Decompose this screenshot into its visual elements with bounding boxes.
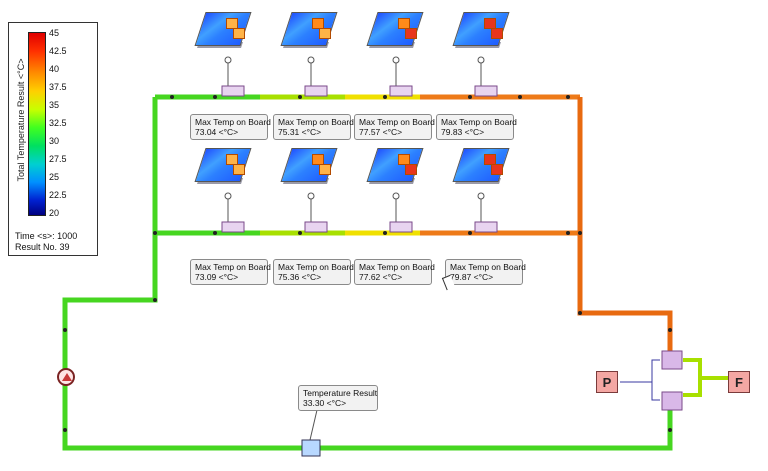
callout-value: 79.83 <°C> (441, 127, 485, 137)
max-temp-callout-row1-2[interactable]: Max Temp on Board 75.31 <°C> (273, 114, 354, 140)
tank-p[interactable]: P (596, 371, 618, 393)
max-temp-callout-row1-4[interactable]: Max Temp on Board 79.83 <°C> (436, 114, 517, 140)
pipe-right-riser (577, 97, 673, 352)
legend-tick: 20 (49, 208, 60, 218)
legend-tick: 27.5 (49, 154, 67, 164)
legend-color-bar (28, 32, 46, 216)
callout-title: Max Temp on Board (278, 117, 354, 127)
time-label: Time <s>: 1000 (15, 231, 78, 241)
pipe-hx-valve (651, 359, 660, 401)
callout-title: Max Temp on Board (450, 262, 526, 272)
callout-title: Max Temp on Board (278, 262, 354, 272)
callout-value: 77.62 <°C> (359, 272, 403, 282)
callout-title: Max Temp on Board (359, 262, 435, 272)
legend-title: Total Temperature Result <°C> (16, 58, 26, 182)
legend-tick: 40 (49, 64, 60, 74)
max-temp-callout-row2-3[interactable]: Max Temp on Board 77.62 <°C> (354, 259, 435, 285)
temperature-result-callout[interactable]: Temperature Result 33.30 <°C> (298, 385, 378, 411)
max-temp-callout-row2-2[interactable]: Max Temp on Board 75.36 <°C> (273, 259, 354, 285)
sensor-pot (301, 439, 321, 457)
board-row1-4[interactable] (452, 8, 510, 52)
callout-value: 73.04 <°C> (195, 127, 239, 137)
legend-tick: 35 (49, 100, 60, 110)
hx-block-lower (661, 391, 683, 411)
board-row2-1[interactable] (194, 144, 252, 188)
callout-value: 77.57 <°C> (359, 127, 403, 137)
board-row1-3[interactable] (366, 8, 424, 52)
max-temp-callout-row1-3[interactable]: Max Temp on Board 77.57 <°C> (354, 114, 435, 140)
callout-title: Max Temp on Board (441, 117, 517, 127)
pipe-bottom-right (320, 410, 673, 451)
legend-tick: 32.5 (49, 118, 67, 128)
callout-value: 73.09 <°C> (195, 272, 239, 282)
board-row2-4[interactable] (452, 144, 510, 188)
pump-icon[interactable] (57, 368, 75, 386)
callout-value: 75.36 <°C> (278, 272, 322, 282)
legend-tick: 37.5 (49, 82, 67, 92)
board-row2-3[interactable] (366, 144, 424, 188)
callout-title: Max Temp on Board (359, 117, 435, 127)
callout-value: 79.87 <°C> (450, 272, 494, 282)
callout-value: 33.30 <°C> (303, 398, 347, 408)
board-row1-1[interactable] (194, 8, 252, 52)
result-number-label: Result No. 39 (15, 242, 70, 252)
board-row1-2[interactable] (280, 8, 338, 52)
legend-tick: 45 (49, 28, 60, 38)
pipe-hx-link (683, 358, 702, 397)
max-temp-callout-row2-4[interactable]: Max Temp on Board 79.87 <°C> (445, 259, 526, 285)
max-temp-callout-row2-1[interactable]: Max Temp on Board 73.09 <°C> (190, 259, 271, 285)
callout-value: 75.31 <°C> (278, 127, 322, 137)
legend-tick: 30 (49, 136, 60, 146)
callout-title: Max Temp on Board (195, 117, 271, 127)
board-row2-2[interactable] (280, 144, 338, 188)
callout-title: Temperature Result (303, 388, 378, 398)
hx-block-upper (661, 350, 683, 370)
temperature-legend: Total Temperature Result <°C> 45 42.5 40… (8, 22, 98, 256)
legend-tick: 42.5 (49, 46, 67, 56)
legend-tick: 22.5 (49, 190, 67, 200)
tank-f[interactable]: F (728, 371, 750, 393)
legend-tick: 25 (49, 172, 60, 182)
max-temp-callout-row1-1[interactable]: Max Temp on Board 73.04 <°C> (190, 114, 271, 140)
callout-title: Max Temp on Board (195, 262, 271, 272)
